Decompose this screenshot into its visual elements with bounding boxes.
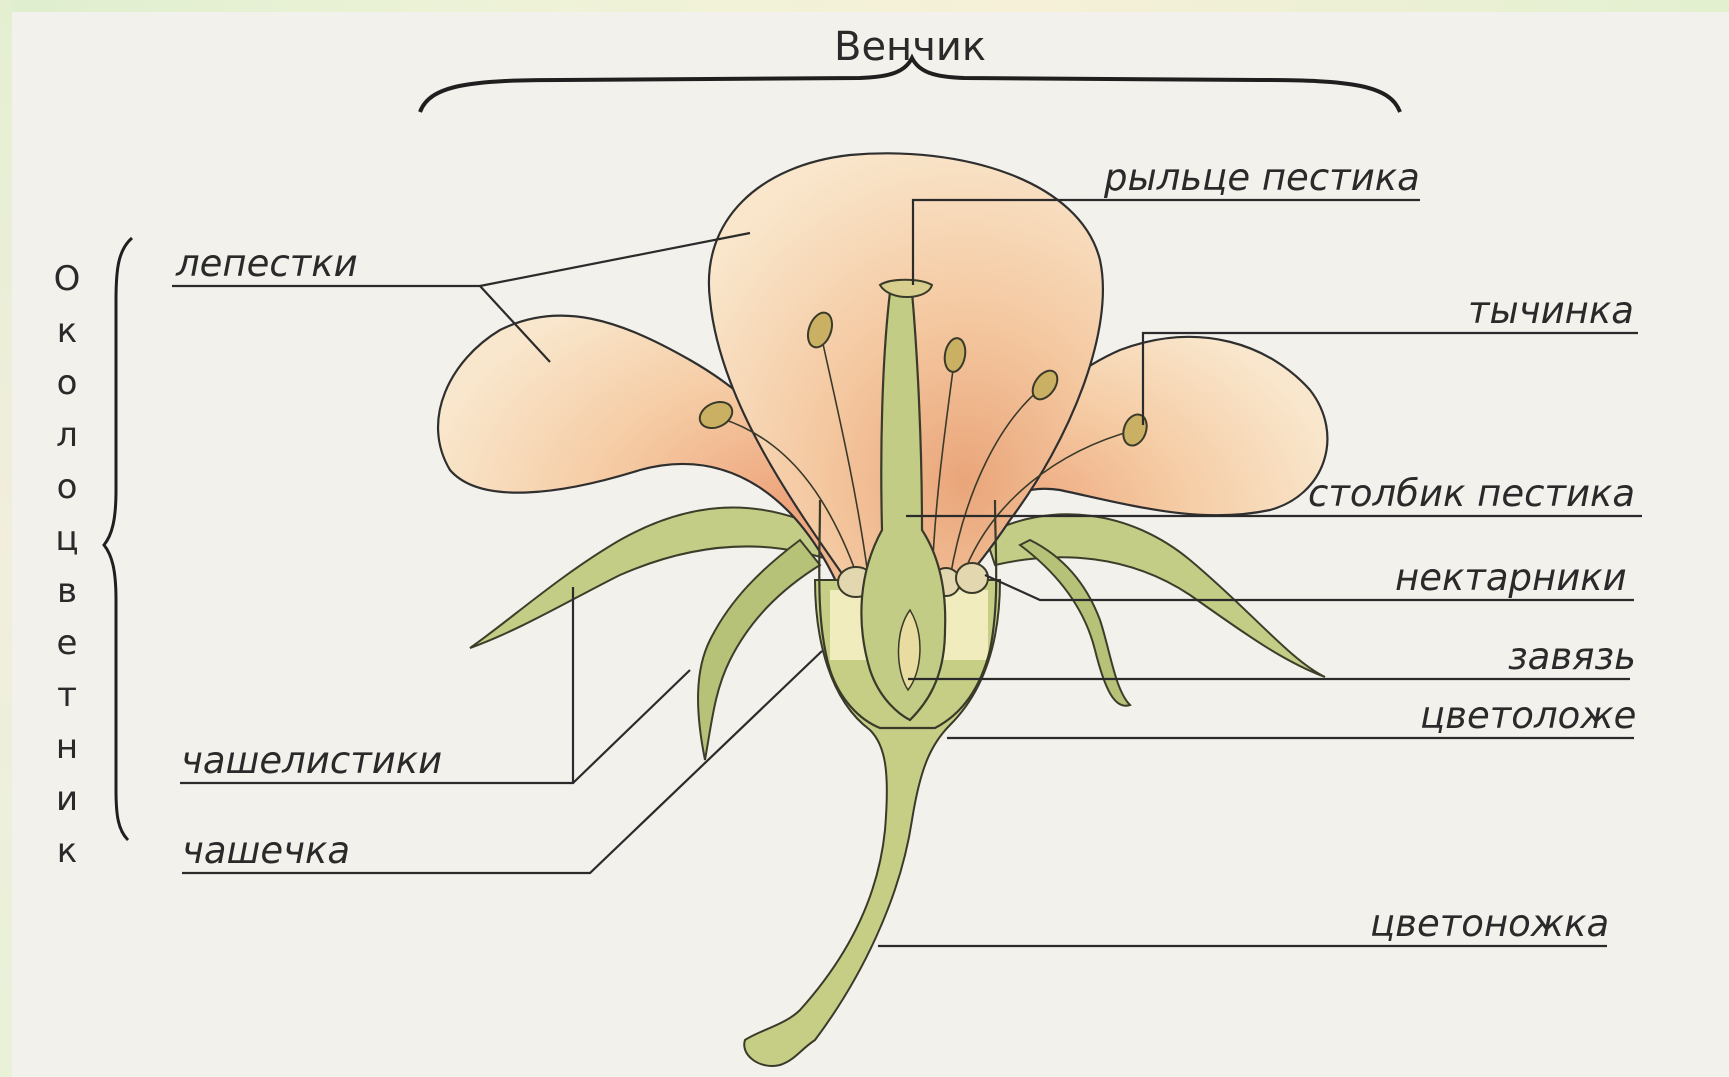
perianth-letter: в xyxy=(57,571,77,611)
perianth-letter: о xyxy=(57,467,78,507)
perianth-letter: о xyxy=(57,363,78,403)
perianth-letter: т xyxy=(57,675,77,715)
perianth-letter: ц xyxy=(55,519,78,559)
perianth-letter: е xyxy=(57,623,78,663)
perianth-letter: к xyxy=(57,311,78,351)
perianth-vertical-label: О к о л о ц в е т н и к xyxy=(54,259,81,871)
label-petals: лепестки xyxy=(175,242,358,285)
corolla-label: Венчик xyxy=(834,24,986,70)
label-sepals: чашелистики xyxy=(181,739,442,782)
label-receptacle: цветоложе xyxy=(1420,694,1636,737)
perianth-letter: к xyxy=(57,831,78,871)
perianth-letter: и xyxy=(56,779,78,819)
label-pedicel: цветоножка xyxy=(1370,902,1609,945)
label-stigma: рыльце пестика xyxy=(1103,156,1420,199)
label-stamen: тычинка xyxy=(1468,289,1634,332)
label-ovary: завязь xyxy=(1508,635,1636,678)
label-nectaries: нектарники xyxy=(1395,556,1627,599)
label-calyx: чашечка xyxy=(182,829,350,872)
perianth-letter: О xyxy=(54,259,81,299)
perianth-letter: л xyxy=(56,415,78,455)
label-style: столбик пестика xyxy=(1308,472,1635,515)
perianth-letter: н xyxy=(56,727,78,767)
perianth-brace xyxy=(104,238,132,840)
